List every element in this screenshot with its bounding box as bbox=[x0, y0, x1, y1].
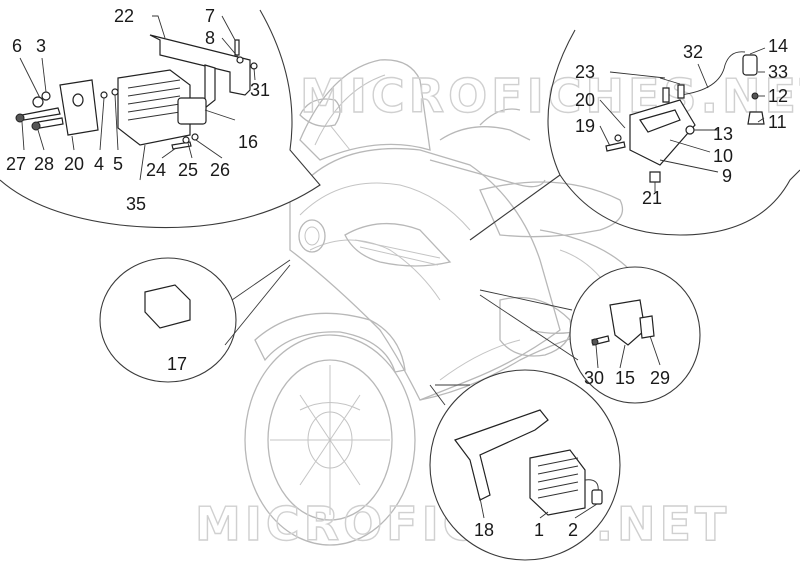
callout-26: 26 bbox=[210, 160, 230, 180]
callout-24: 24 bbox=[146, 160, 166, 180]
callout-13: 13 bbox=[713, 124, 733, 144]
scooter-ghost-outline bbox=[244, 59, 634, 546]
callout-7: 7 bbox=[205, 6, 215, 26]
callout-32: 32 bbox=[683, 42, 703, 62]
regulator-1 bbox=[529, 449, 586, 516]
callout-20-right: 20 bbox=[575, 90, 595, 110]
callout-27: 27 bbox=[6, 154, 26, 174]
bracket-18 bbox=[454, 409, 549, 501]
callout-1: 1 bbox=[534, 520, 544, 540]
callout-18: 18 bbox=[474, 520, 494, 540]
callout-19: 19 bbox=[575, 116, 595, 136]
callout-35: 35 bbox=[126, 194, 146, 214]
callout-8: 8 bbox=[205, 28, 215, 48]
bracket-22 bbox=[149, 34, 251, 96]
callout-21: 21 bbox=[642, 188, 662, 208]
callout-9: 9 bbox=[722, 166, 732, 186]
callout-12: 12 bbox=[768, 86, 788, 106]
module-17 bbox=[144, 284, 191, 329]
callout-30: 30 bbox=[584, 368, 604, 388]
callout-14: 14 bbox=[768, 36, 788, 56]
callout-25: 25 bbox=[178, 160, 198, 180]
callout-31: 31 bbox=[250, 80, 270, 100]
bubble-left-pointer bbox=[231, 259, 291, 301]
callout-10: 10 bbox=[713, 146, 733, 166]
callout-3: 3 bbox=[36, 36, 46, 56]
callout-15: 15 bbox=[615, 368, 635, 388]
callout-17: 17 bbox=[167, 354, 187, 374]
connector-2 bbox=[591, 489, 603, 505]
callout-22: 22 bbox=[114, 6, 134, 26]
parts-group-bottom bbox=[454, 409, 603, 516]
callout-5: 5 bbox=[113, 154, 123, 174]
callout-16: 16 bbox=[238, 132, 258, 152]
callout-23: 23 bbox=[575, 62, 595, 82]
parts-group-top-left bbox=[15, 34, 258, 150]
cover-20-left bbox=[59, 79, 99, 136]
detail-bubble-top-right bbox=[547, 29, 800, 236]
leader-lines bbox=[19, 15, 766, 519]
parts-group-right bbox=[591, 299, 655, 346]
detail-bubble-bottom bbox=[429, 369, 621, 561]
callout-20-left: 20 bbox=[64, 154, 84, 174]
callout-2: 2 bbox=[568, 520, 578, 540]
callout-28: 28 bbox=[34, 154, 54, 174]
parts-group-top-right bbox=[605, 51, 765, 183]
callout-labels: 22 7 8 31 16 35 6 3 27 28 20 4 5 24 25 2… bbox=[6, 6, 788, 540]
callout-4: 4 bbox=[94, 154, 104, 174]
callout-11: 11 bbox=[768, 112, 787, 132]
relay-16 bbox=[177, 97, 207, 125]
callout-29: 29 bbox=[650, 368, 670, 388]
callout-33: 33 bbox=[768, 62, 788, 82]
callout-6: 6 bbox=[12, 36, 22, 56]
